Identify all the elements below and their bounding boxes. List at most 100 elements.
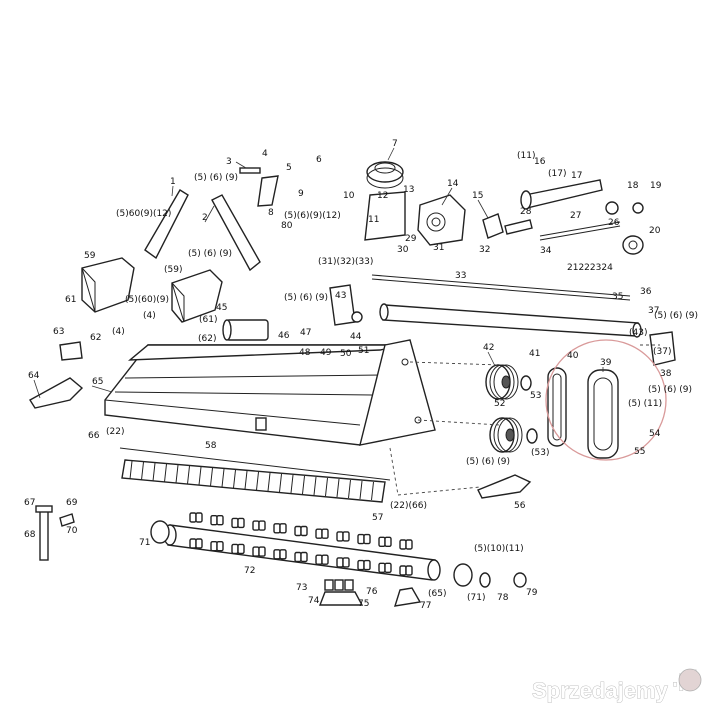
label-26: 26 — [608, 218, 620, 228]
label-54: 54 — [649, 429, 661, 439]
label-s4: (4) — [143, 311, 156, 321]
bearing-19 — [632, 202, 644, 214]
flail-blade — [342, 557, 350, 568]
bearing-18 — [605, 201, 619, 215]
label-s569d: (5) (6) (9) — [654, 311, 698, 321]
label-77: 77 — [420, 601, 431, 611]
flange-15 — [482, 213, 504, 239]
bearing-71b — [453, 563, 473, 587]
label-s569c: (5) (6) (9) — [284, 293, 328, 303]
gearbox-bracket — [364, 191, 406, 241]
label-s569e: (5) (6) (9) — [648, 385, 692, 395]
label-51: 51 — [358, 346, 369, 356]
flap-segment — [371, 481, 374, 501]
flap-segment — [336, 478, 340, 498]
spacer-53 — [520, 375, 532, 391]
label-35: 35 — [612, 292, 623, 302]
rubber-flap — [119, 447, 391, 503]
label-65: 65 — [92, 377, 103, 387]
flail-blade — [384, 536, 392, 547]
shaft-26 — [539, 221, 621, 237]
flail-blade — [321, 554, 329, 565]
label-14: 14 — [447, 179, 459, 189]
side-plate-right — [649, 331, 676, 366]
label-s53: (53) — [531, 448, 549, 458]
flap-segment — [233, 469, 236, 489]
cylinder-45 — [222, 319, 269, 341]
pulley-upper — [485, 364, 519, 400]
label-8: 8 — [268, 208, 274, 218]
flail-blade — [399, 565, 407, 576]
flap-segment — [256, 471, 259, 491]
flap-segment — [221, 468, 225, 488]
label-50: 50 — [340, 349, 352, 359]
label-66b: (22)(66) — [390, 501, 427, 511]
label-42: 42 — [483, 343, 494, 353]
flail-blade — [405, 539, 413, 550]
label-34: 34 — [540, 246, 552, 256]
flail-blade — [363, 559, 371, 571]
label-s43: (43) — [629, 328, 647, 338]
label-38: 38 — [660, 369, 672, 379]
label-3: 3 — [226, 157, 232, 167]
flail-blade — [189, 538, 197, 549]
label-45: 45 — [216, 303, 227, 313]
label-s22: (22) — [106, 427, 124, 437]
label-s1011: (5)(10)(11) — [474, 544, 524, 554]
part-labels: 1 2 3 4 5 6 7 8 9 10 11 12 13 14 15 16 1… — [24, 139, 698, 611]
label-62b: (62) — [198, 334, 216, 344]
flap-segment — [187, 465, 190, 485]
flap-segment — [359, 480, 363, 500]
label-39: 39 — [600, 358, 612, 368]
label-46: 46 — [278, 331, 290, 341]
label-75: 75 — [358, 599, 369, 609]
label-s5691: (5)(6)(9)(12) — [284, 211, 341, 221]
bearing-71 — [150, 520, 170, 544]
label-18: 18 — [627, 181, 639, 191]
flail-blade — [405, 565, 413, 576]
flail-blade — [294, 551, 302, 563]
flail-blade — [252, 546, 260, 557]
flap-segment — [164, 463, 167, 483]
label-20: 20 — [649, 226, 661, 236]
label-69: 69 — [66, 498, 78, 508]
label-70: 70 — [66, 526, 78, 536]
label-61b: (61) — [199, 315, 217, 325]
flap-segment — [348, 479, 351, 499]
label-62: 62 — [90, 333, 101, 343]
label-48: 48 — [299, 348, 311, 358]
side-skid-left — [29, 377, 84, 409]
watermark: Sprzedajemy .pl — [532, 666, 702, 703]
label-58: 58 — [205, 441, 217, 451]
belt-cover — [587, 369, 619, 459]
spacer-78 — [479, 572, 491, 588]
label-15: 15 — [472, 191, 483, 201]
leader-lines — [33, 147, 604, 399]
flail-blade — [300, 525, 308, 537]
label-59: 59 — [84, 251, 96, 261]
tube-41 — [379, 303, 642, 338]
label-s569f: (5) (6) (9) — [466, 457, 510, 467]
label-s511: (5) (11) — [628, 399, 662, 409]
label-40: 40 — [567, 351, 579, 361]
label-s4b: (4) — [112, 327, 125, 337]
flap-segment — [198, 466, 202, 486]
label-37: 37 — [648, 306, 659, 316]
flap-segment — [141, 461, 144, 481]
label-12: 12 — [377, 191, 388, 201]
label-21-24: 21222324 — [567, 263, 613, 273]
flap-segment — [325, 477, 328, 497]
flap-segment — [152, 462, 156, 482]
pin-3 — [239, 167, 261, 174]
label-7: 7 — [392, 139, 398, 149]
label-11: 11 — [368, 215, 379, 225]
flail-blade — [237, 543, 245, 555]
gearbox — [417, 194, 466, 246]
flail-blade — [216, 541, 224, 552]
flail-blade — [321, 528, 329, 539]
flail-blade — [336, 531, 344, 542]
label-60: (5)60(9)(12) — [116, 209, 171, 219]
flail-blade — [189, 512, 197, 523]
label-29: 29 — [405, 234, 417, 244]
label-64: 64 — [28, 371, 40, 381]
